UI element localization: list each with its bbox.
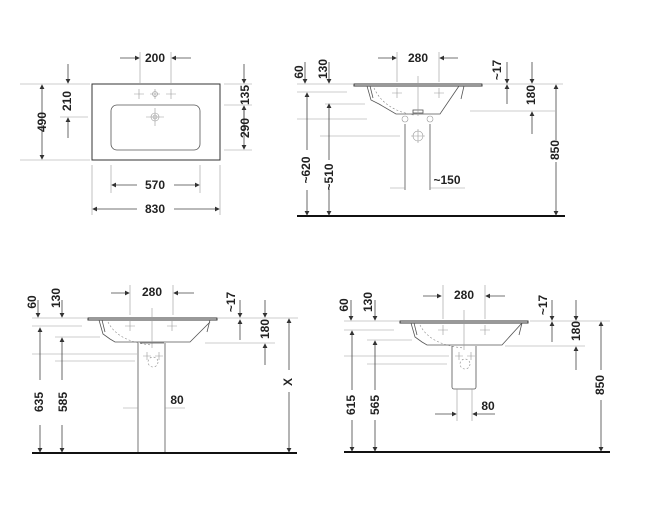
dim-tap-spacing: 200: [145, 51, 165, 65]
tap-and-waste-icon: [438, 310, 490, 370]
dim-80: 80: [481, 399, 495, 413]
side-view-pedestal: 280 60 130 ~17 180 X 635 585 80: [25, 285, 298, 454]
dim-17: ~17: [224, 291, 238, 312]
dim-565: 565: [368, 395, 382, 415]
tap-and-waste-icon: [125, 308, 177, 368]
dim-x: X: [281, 378, 295, 386]
dim-850: 850: [593, 375, 607, 395]
dim-620: ~620: [299, 156, 313, 183]
basin-rim: [353, 83, 483, 87]
dim-taps: 280: [142, 285, 162, 299]
washbasin-outline: [91, 83, 221, 161]
dim-180: 180: [258, 319, 272, 339]
bowl-outline: [110, 104, 201, 151]
dim-130: 130: [316, 59, 330, 79]
dim-60: 60: [337, 298, 351, 312]
dim-17: ~17: [536, 294, 550, 315]
dim-edge-to-bowl: 135: [238, 85, 252, 105]
dim-depth: 490: [35, 112, 49, 132]
dim-bowl-depth: 290: [238, 118, 252, 138]
dim-overall-width: 830: [145, 202, 165, 216]
tap-holes-icon: [134, 89, 176, 126]
dim-taps: 280: [454, 288, 474, 302]
dim-130: 130: [361, 292, 375, 312]
side-view-wall-hung: 280 60 130 ~17 180 850 ~620 ~510 ~150: [292, 51, 565, 217]
plan-view: 200 490 210 135 290 570 830: [20, 51, 252, 216]
dim-180: 180: [524, 85, 538, 105]
tap-and-waste-icon: [392, 76, 444, 143]
dim-taps: 280: [408, 51, 428, 65]
dim-60: 60: [25, 295, 39, 309]
side-view-semi-pedestal: 280 60 130 ~17 180 850 615 565 80: [337, 285, 610, 453]
dim-tap-to-drain: 210: [60, 91, 74, 111]
dim-17: ~17: [490, 59, 504, 80]
dim-585: 585: [56, 392, 70, 412]
dim-60: 60: [292, 65, 306, 79]
dim-180: 180: [569, 321, 583, 341]
dim-850: 850: [548, 140, 562, 160]
dim-615: 615: [344, 395, 358, 415]
dim-510: ~510: [322, 163, 336, 190]
dim-130: 130: [49, 288, 63, 308]
dim-150: ~150: [433, 173, 460, 187]
dim-bowl-width: 570: [145, 178, 165, 192]
dim-635: 635: [32, 392, 46, 412]
basin-rim: [399, 320, 529, 324]
basin-rim: [87, 317, 218, 321]
dim-80: 80: [170, 393, 184, 407]
